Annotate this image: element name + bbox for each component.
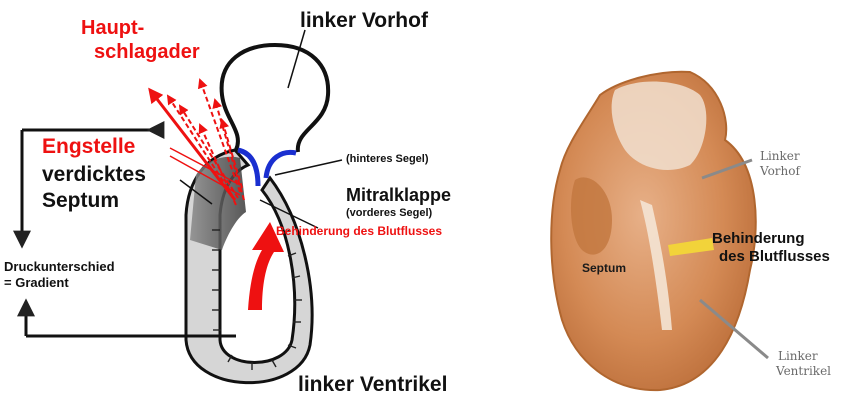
aorta-label-line1: Haupt- xyxy=(81,18,144,38)
thickened-septum-label-line1: verdicktes xyxy=(42,164,146,185)
obstruction-label: Behinderung des Blutflusses xyxy=(276,225,442,237)
mitral-valve-label: Mitralklappe xyxy=(346,186,451,204)
pressure-diff-label-line2: = Gradient xyxy=(4,276,69,289)
aorta-label-line2: schlagader xyxy=(94,42,200,62)
photo-atrium-label-line2: Vorhof xyxy=(760,165,800,177)
left-ventricle-label: linker Ventrikel xyxy=(298,374,447,395)
photo-ventricle-label-line1: Linker xyxy=(778,350,818,362)
photo-atrium-label-line1: Linker xyxy=(760,150,800,162)
thickened-septum-label-line2: Septum xyxy=(42,190,119,211)
left-atrium xyxy=(222,45,329,152)
posterior-leaflet-label: (hinteres Segel) xyxy=(346,154,429,165)
photo-ventricle-label-line2: Ventrikel xyxy=(776,365,831,377)
narrowing-label: Engstelle xyxy=(42,136,135,157)
pressure-diff-label-line1: Druckunterschied xyxy=(4,260,115,273)
photo-septum-label: Septum xyxy=(582,262,626,274)
left-atrium-label: linker Vorhof xyxy=(300,10,428,31)
photo-obstruction-label-line1: Behinderung xyxy=(712,231,805,246)
anterior-leaflet-label: (vorderes Segel) xyxy=(346,208,432,219)
photo-obstruction-label-line2: des Blutflusses xyxy=(719,249,830,264)
